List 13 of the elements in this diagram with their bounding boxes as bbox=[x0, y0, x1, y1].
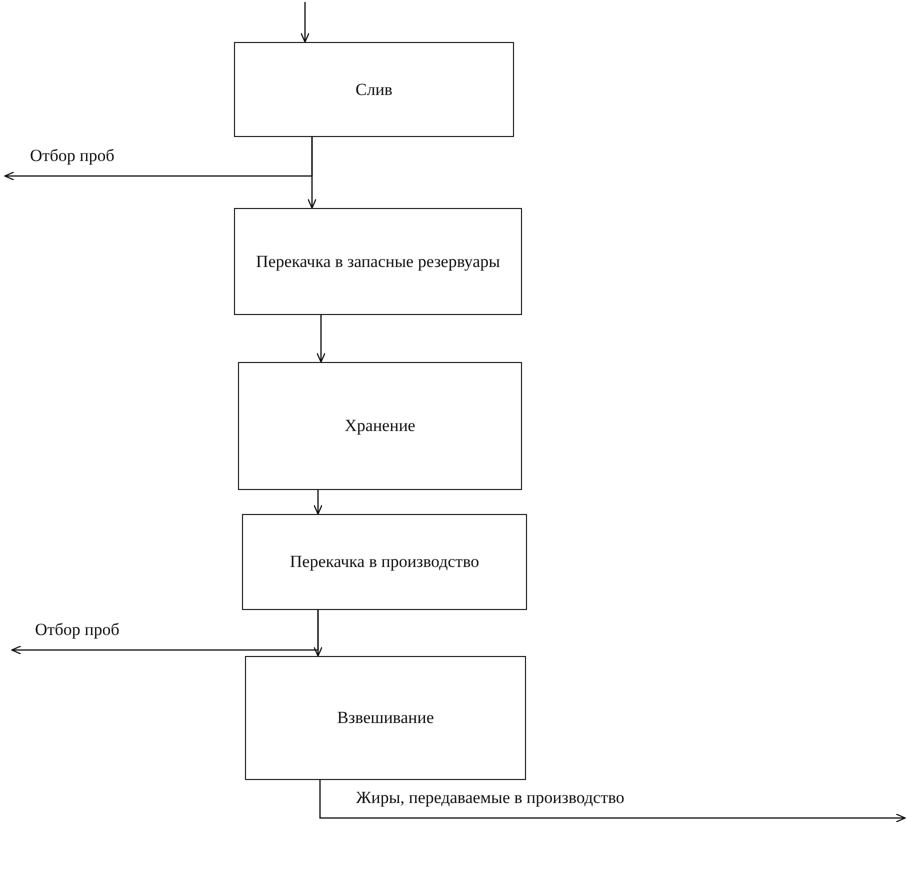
arrow bbox=[11, 610, 319, 655]
arrow bbox=[313, 490, 323, 515]
arrow bbox=[319, 780, 906, 823]
process-box: Взвешивание bbox=[245, 656, 526, 780]
arrow bbox=[300, 2, 310, 43]
process-box: Перекачка в запасные резервуары bbox=[234, 208, 522, 315]
arrow bbox=[316, 315, 326, 363]
process-box: Перекачка в производство bbox=[242, 514, 527, 610]
edge-label: Отбор проб bbox=[35, 620, 120, 640]
arrow bbox=[4, 137, 313, 181]
edge-label: Отбор проб bbox=[30, 146, 114, 166]
process-box: Слив bbox=[234, 42, 514, 137]
process-box: Хранение bbox=[238, 362, 522, 490]
